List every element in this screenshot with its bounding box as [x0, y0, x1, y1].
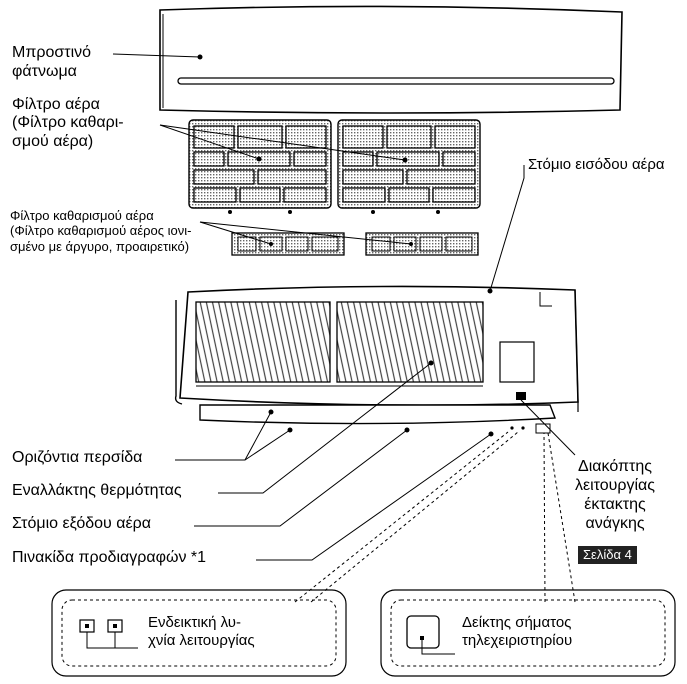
- air-cleaning-filter-right: [365, 232, 479, 256]
- callout-operation-indicator: [51, 589, 347, 677]
- label-horizontal-vane: Οριζόντια περσίδα: [12, 449, 143, 466]
- label-front-panel: Μπροστινό φάτνωμα: [12, 44, 92, 80]
- indicator-lamp-1: [510, 426, 514, 430]
- label-air-filter: Φίλτρο αέρα (Φίλτρο καθαρι- σμού αέρα): [12, 96, 124, 150]
- label-rating-plate: Πινακίδα προδιαγραφών *1: [12, 549, 207, 566]
- air-cleaning-filter-left: [231, 232, 345, 256]
- page-reference-badge: Σελίδα 4: [578, 546, 637, 564]
- label-emergency-switch: Διακόπτης λειτουργίας έκτακτης ανάγκης: [574, 458, 656, 532]
- indicator-lamp-2: [521, 426, 525, 430]
- label-signal-receiver: Δείκτης σήματος τηλεχειριστηρίου: [462, 614, 573, 649]
- signal-window: [535, 423, 551, 434]
- indoor-unit: [174, 285, 579, 437]
- front-panel: [159, 5, 623, 114]
- label-heat-exchanger: Εναλλάκτης θερμότητας: [12, 482, 182, 499]
- leader-lines: [112, 53, 576, 603]
- air-filter-left: [188, 119, 332, 214]
- label-operation-indicator: Ενδεικτική λυ- χνία λειτουργίας: [148, 614, 255, 649]
- air-filter-right: [337, 119, 481, 214]
- label-air-outlet: Στόμιο εξόδου αέρα: [12, 515, 151, 532]
- label-air-inlet: Στόμιο εισόδου αέρα: [528, 156, 665, 173]
- callout-signal-receiver: [380, 589, 676, 677]
- label-air-cleaning-filter: Φίλτρο καθαρισμού αέρα (Φίλτρο καθαρισμο…: [10, 208, 192, 254]
